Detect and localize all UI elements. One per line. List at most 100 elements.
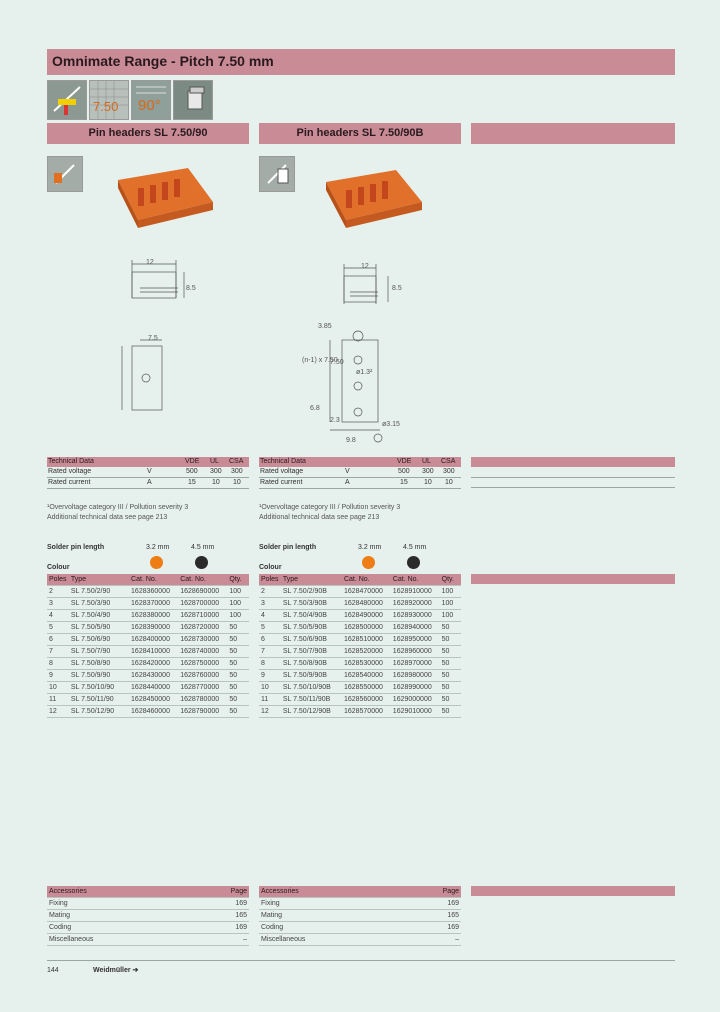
footnote: ¹Overvoltage category III / Pollution se… [259, 504, 401, 511]
table-cell: 1629010000 [390, 705, 440, 718]
table-cell: 1628550000 [341, 681, 391, 694]
dim-f-label: 2.3 [330, 417, 340, 424]
rated-voltage-row: Rated voltage V 500 300 300 [47, 467, 249, 478]
table-cell: 4 [259, 609, 281, 622]
table-cell: 9 [47, 669, 69, 682]
table-cell: 1628510000 [341, 633, 391, 646]
table-cell: 50 [227, 681, 249, 694]
table-cell: 50 [439, 693, 461, 706]
pcb-angle-icon [47, 80, 87, 120]
table-cell: Fixing [259, 897, 430, 910]
column3-row [471, 477, 675, 488]
table-cell: 5 [47, 621, 69, 634]
table-cell: SL 7.50/9/90B [280, 669, 342, 682]
table-cell: 1628990000 [390, 681, 440, 694]
table-cell: 12 [47, 705, 69, 718]
colour-label: Colour [47, 564, 70, 571]
dim-e-label: 6.8 [310, 405, 320, 412]
table-cell: SL 7.50/2/90B [280, 585, 342, 598]
table-cell: 1628450000 [129, 693, 179, 706]
table-cell: 50 [227, 693, 249, 706]
parts-header-cell: Poles [259, 574, 281, 586]
table-cell: 1628370000 [129, 597, 179, 610]
table-cell: SL 7.50/7/90 [68, 645, 130, 658]
pin-length-3-2: 3.2 mm [146, 544, 170, 551]
table-cell: 169 [429, 921, 461, 934]
footnote: ¹Overvoltage category III / Pollution se… [47, 504, 189, 511]
technical-data-table: Technical Data VDE UL CSA Rated voltage … [47, 457, 249, 489]
table-cell: Mating [259, 909, 430, 922]
table-cell: SL 7.50/12/90B [280, 705, 342, 718]
table-cell: 1628430000 [129, 669, 179, 682]
rated-current-row: Rated current A 15 10 10 [47, 478, 249, 489]
table-cell: Mating [47, 909, 218, 922]
product-thumbnail-icon [47, 156, 83, 192]
table-cell: 8 [47, 657, 69, 670]
table-cell: 1628380000 [129, 609, 179, 622]
page-title: Omnimate Range - Pitch 7.50 mm [52, 53, 274, 69]
table-cell: 100 [227, 585, 249, 598]
table-cell: 50 [439, 657, 461, 670]
column3-tech-header [471, 457, 675, 467]
table-cell: Coding [259, 921, 430, 934]
table-cell: SL 7.50/9/90 [68, 669, 130, 682]
acc-header-cell: Page [429, 886, 461, 898]
table-cell: Miscellaneous [259, 933, 430, 946]
parts-header-cell: Qty. [227, 574, 249, 586]
table-cell: SL 7.50/10/90B [280, 681, 342, 694]
table-cell: 3 [47, 597, 69, 610]
pin-header-product-image [118, 168, 213, 228]
parts-header-cell: Poles [47, 574, 69, 586]
table-cell: 11 [47, 693, 69, 706]
table-cell: 50 [439, 681, 461, 694]
table-cell: Miscellaneous [47, 933, 218, 946]
footer-rule [47, 960, 675, 961]
table-cell: 1628400000 [129, 633, 179, 646]
rated-current-row: Rated current A 15 10 10 [259, 478, 461, 489]
table-cell: SL 7.50/6/90 [68, 633, 130, 646]
table-cell: 4 [47, 609, 69, 622]
solder-pin-label: Solder pin length [47, 544, 105, 551]
table-cell: 1628760000 [178, 669, 228, 682]
table-cell: SL 7.50/8/90B [280, 657, 342, 670]
table-cell: 1628480000 [341, 597, 391, 610]
dim-b-label: (n-1) x 7.50 [302, 357, 338, 364]
table-cell: SL 7.50/5/90B [280, 621, 342, 634]
table-cell: 1628930000 [390, 609, 440, 622]
table-cell: 1628490000 [341, 609, 391, 622]
parts-header-cell: Cat. No. [341, 574, 391, 586]
angle-label: 90° [138, 97, 161, 114]
dim-h-label: ø3.15 [382, 421, 400, 428]
table-cell: 1628520000 [341, 645, 391, 658]
table-cell: 50 [227, 633, 249, 646]
parts-header-cell: Qty. [439, 574, 461, 586]
table-cell: 7 [259, 645, 281, 658]
table-cell: – [429, 933, 461, 946]
table-cell: 12 [259, 705, 281, 718]
column3-accessories-header [471, 886, 675, 896]
footprint-drawing [121, 339, 163, 411]
table-cell: 1628360000 [129, 585, 179, 598]
table-cell: 50 [439, 705, 461, 718]
table-cell: Fixing [47, 897, 218, 910]
parts-header-cell: Cat. No. [129, 574, 179, 586]
pitch-750-icon: 7.50 [89, 80, 129, 120]
dim-side-label: 8.5 [186, 285, 196, 292]
table-cell: 1628970000 [390, 657, 440, 670]
side-view-b-drawing [343, 264, 389, 304]
black-colour-swatch [407, 556, 420, 569]
